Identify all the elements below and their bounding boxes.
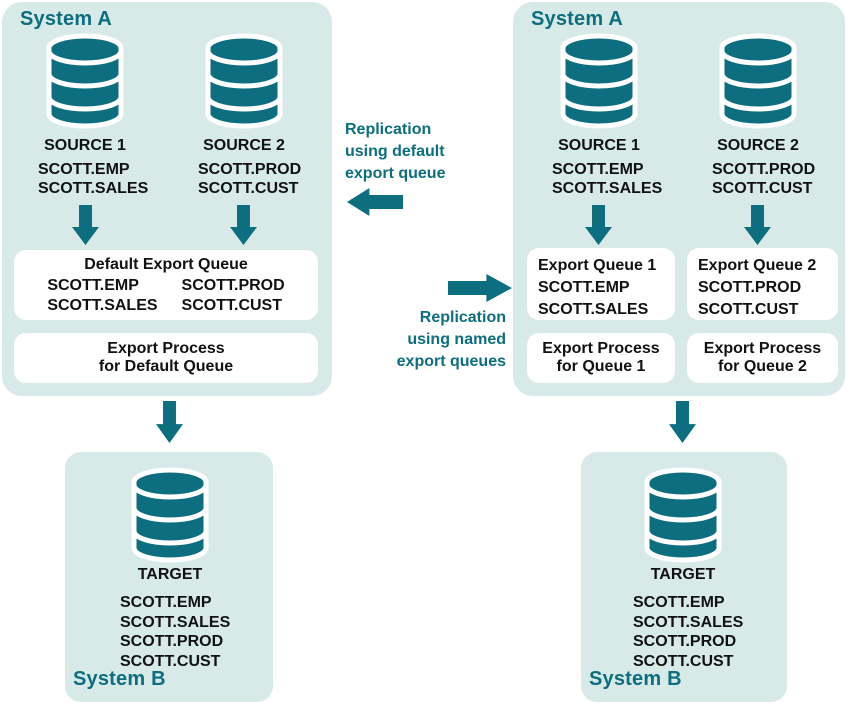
- process-line: for Default Queue: [98, 358, 234, 375]
- left-arrow: [347, 188, 403, 216]
- queue-column: SCOTT.PROD SCOTT.CUST: [182, 276, 285, 316]
- table-name: SCOTT.SALES: [552, 180, 663, 197]
- table-name: SCOTT.CUST: [698, 301, 799, 318]
- database-icon: [560, 33, 638, 129]
- system-b-panel-right: TARGET SCOTT.EMP SCOTT.SALES SCOTT.PROD …: [581, 452, 787, 702]
- default-export-queue-box: Default Export Queue SCOTT.EMP SCOTT.SAL…: [14, 250, 318, 320]
- down-arrow: [744, 205, 771, 245]
- system-b-title-left: System B: [73, 668, 166, 690]
- process-line: Export Process: [703, 340, 822, 357]
- process-line: Export Process: [107, 340, 225, 357]
- system-a-panel-left: System A SOURCE 1 SOURCE 2 SCOTT.EMP SCO…: [2, 2, 332, 396]
- database-icon: [719, 33, 797, 129]
- process-line: for Queue 1: [556, 358, 646, 375]
- queue-column: SCOTT.EMP SCOTT.SALES: [47, 276, 157, 316]
- system-b-title-right: System B: [589, 668, 682, 690]
- source1-label: SOURCE 1: [44, 137, 126, 154]
- down-arrow: [72, 205, 99, 245]
- export-process1-box: Export Process for Queue 1: [527, 333, 675, 383]
- target-tables: SCOTT.EMP SCOTT.SALES SCOTT.PROD SCOTT.C…: [120, 593, 230, 671]
- source2-tables: SCOTT.PROD SCOTT.CUST: [712, 160, 815, 198]
- source1-tables: SCOTT.EMP SCOTT.SALES: [38, 160, 148, 198]
- table-name: SCOTT.SALES: [538, 301, 649, 318]
- down-arrow: [230, 205, 257, 245]
- table-name: SCOTT.EMP: [538, 279, 630, 296]
- queue-title: Default Export Queue: [84, 256, 248, 273]
- table-name: SCOTT.SALES: [120, 613, 231, 631]
- system-b-panel-left: TARGET SCOTT.EMP SCOTT.SALES SCOTT.PROD …: [65, 452, 273, 702]
- table-name: SCOTT.CUST: [181, 297, 282, 314]
- database-icon: [205, 33, 283, 129]
- table-name: SCOTT.CUST: [120, 652, 221, 670]
- database-icon: [131, 467, 209, 563]
- table-name: SCOTT.PROD: [712, 161, 816, 178]
- queue-tables: SCOTT.EMP SCOTT.SALES SCOTT.PROD SCOTT.C…: [14, 276, 318, 316]
- table-name: SCOTT.CUST: [198, 180, 299, 197]
- down-arrow: [585, 205, 612, 245]
- table-name: SCOTT.CUST: [633, 652, 734, 670]
- down-arrow: [156, 401, 183, 443]
- export-process-box: Export Process for Default Queue: [14, 333, 318, 383]
- system-a-panel-right: System A SOURCE 1 SOURCE 2 SCOTT.EMP SCO…: [513, 2, 845, 396]
- table-name: SCOTT.PROD: [633, 633, 737, 650]
- queue-title: Export Queue 2: [698, 257, 817, 274]
- table-name: SCOTT.EMP: [633, 594, 725, 611]
- replication-named-label: Replication using named export queues: [396, 309, 506, 370]
- table-name: SCOTT.SALES: [47, 297, 158, 314]
- table-name: SCOTT.PROD: [698, 279, 802, 296]
- target-label: TARGET: [650, 566, 716, 583]
- source1-tables: SCOTT.EMP SCOTT.SALES: [552, 160, 662, 198]
- right-arrow: [448, 274, 512, 302]
- export-queue2-box: Export Queue 2 SCOTT.PROD SCOTT.CUST: [687, 248, 838, 320]
- table-name: SCOTT.SALES: [633, 613, 744, 631]
- replication-default-label: Replication using default export queue: [345, 121, 446, 182]
- database-icon: [644, 467, 722, 563]
- down-arrow: [669, 401, 696, 443]
- table-name: SCOTT.EMP: [120, 594, 212, 611]
- table-name: SCOTT.EMP: [552, 161, 644, 178]
- system-a-title-right: System A: [531, 8, 624, 30]
- source2-label: SOURCE 2: [717, 137, 799, 154]
- source2-label: SOURCE 2: [203, 137, 285, 154]
- system-a-title-left: System A: [20, 8, 113, 30]
- table-name: SCOTT.CUST: [712, 180, 813, 197]
- table-name: SCOTT.PROD: [181, 277, 285, 294]
- table-name: SCOTT.EMP: [38, 161, 130, 178]
- process-line: Export Process: [542, 340, 660, 357]
- source2-tables: SCOTT.PROD SCOTT.CUST: [198, 160, 301, 198]
- queue-title: Export Queue 1: [538, 257, 657, 274]
- table-name: SCOTT.PROD: [120, 633, 224, 650]
- target-label: TARGET: [137, 566, 203, 583]
- database-icon: [46, 33, 124, 129]
- export-process2-box: Export Process for Queue 2: [687, 333, 838, 383]
- table-name: SCOTT.PROD: [198, 161, 302, 178]
- table-name: SCOTT.SALES: [38, 180, 149, 197]
- table-name: SCOTT.EMP: [47, 277, 139, 294]
- source1-label: SOURCE 1: [558, 137, 640, 154]
- export-queue1-box: Export Queue 1 SCOTT.EMP SCOTT.SALES: [527, 248, 675, 320]
- process-line: for Queue 2: [718, 358, 807, 375]
- target-tables: SCOTT.EMP SCOTT.SALES SCOTT.PROD SCOTT.C…: [633, 593, 743, 671]
